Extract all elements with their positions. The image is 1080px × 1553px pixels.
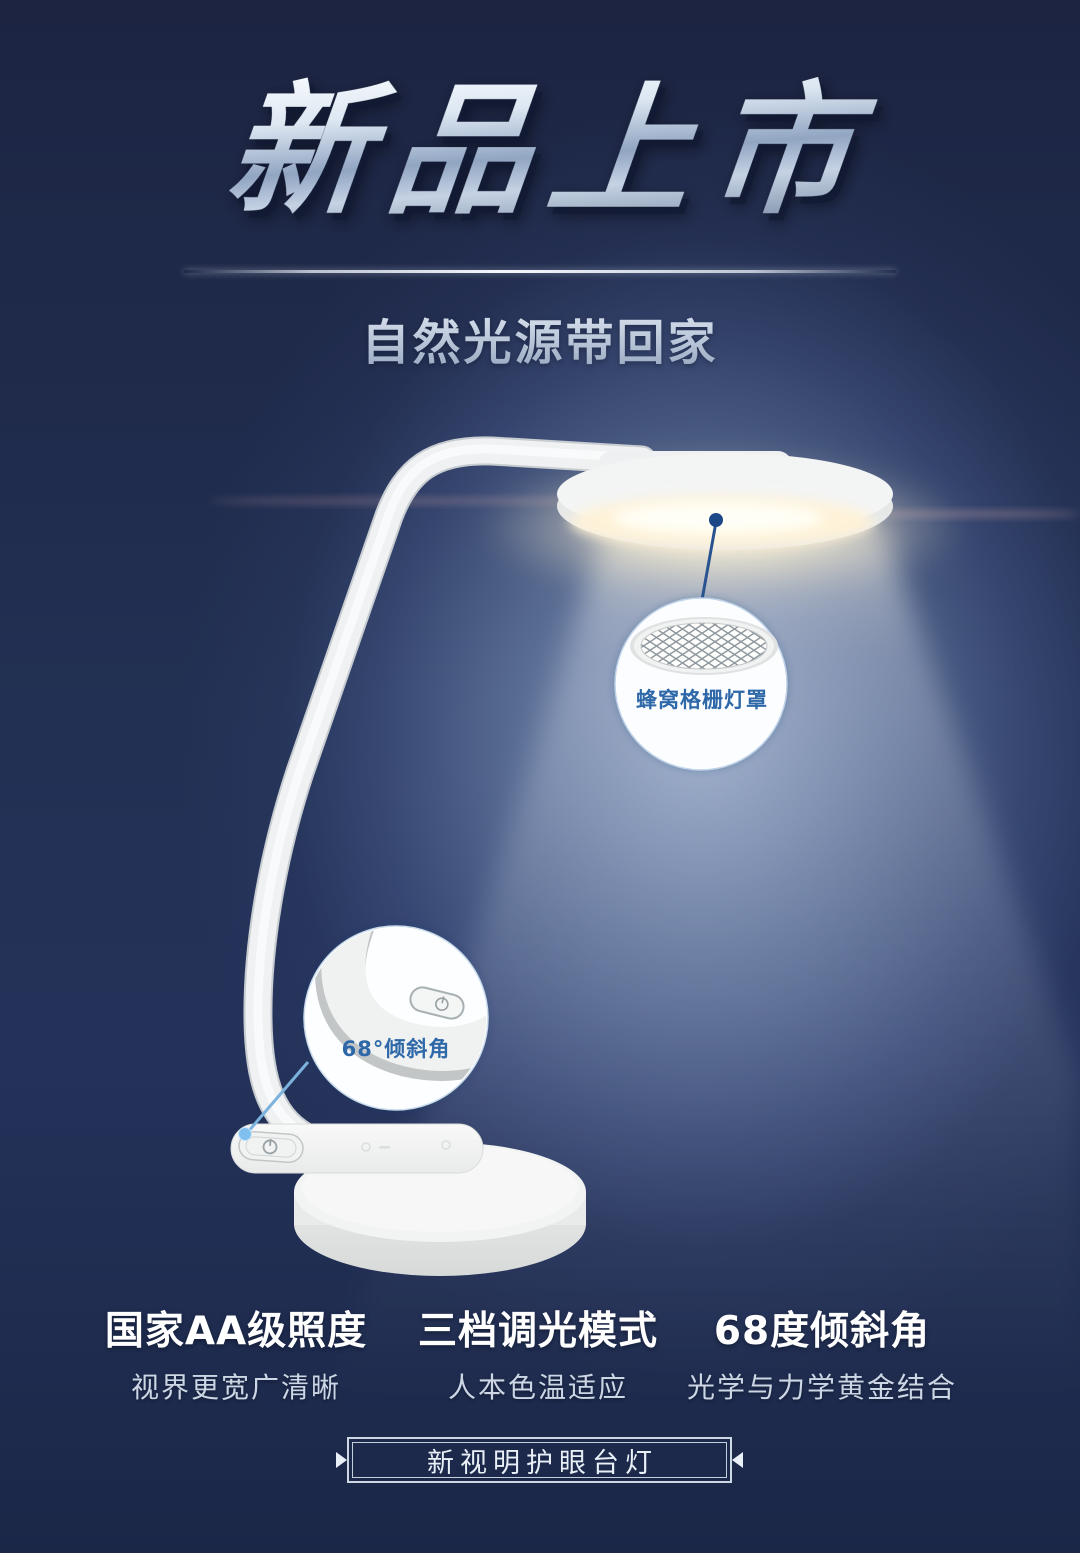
grille-connector-line — [700, 513, 723, 601]
feature-tilt-angle: 68度倾斜角 光学与力学黄金结合 — [647, 1300, 997, 1406]
honeycomb-mesh — [630, 617, 778, 675]
tilt-power-button — [409, 986, 465, 1020]
product-name-label: 新视明护眼台灯 — [427, 1447, 658, 1479]
title-divider-line — [184, 270, 896, 273]
power-button[interactable] — [238, 1130, 304, 1164]
feature-dimming: 三档调光模式 人本色温适应 — [363, 1300, 713, 1406]
grille-callout-label: 蜂窝格栅灯罩 — [636, 688, 768, 712]
callout-circle-grille — [614, 597, 788, 771]
tilt-callout-label: 68°倾斜角 — [341, 1037, 451, 1061]
feature-title: 68度倾斜角 — [713, 1309, 931, 1354]
feature-title: 三档调光模式 — [417, 1309, 658, 1354]
feature-row: 国家AA级照度 视界更宽广清晰 三档调光模式 人本色温适应 68度倾斜角 光学与… — [0, 1300, 1080, 1410]
feature-title: 国家AA级照度 — [104, 1309, 368, 1354]
feature-illuminance: 国家AA级照度 视界更宽广清晰 — [61, 1300, 411, 1406]
base-control-plate — [230, 1123, 484, 1174]
touch-control-icons[interactable] — [361, 1140, 451, 1152]
tilt-connector-line — [238, 1061, 310, 1141]
poster-subtitle: 自然光源带回家 — [0, 303, 1080, 373]
right-arrow-icon — [732, 1452, 743, 1468]
left-arrow-icon — [336, 1452, 347, 1468]
feature-subtitle: 光学与力学黄金结合 — [686, 1371, 957, 1404]
feature-subtitle: 人本色温适应 — [447, 1371, 628, 1404]
callout-circle-tilt — [303, 925, 489, 1111]
poster-title: 新品上市 — [0, 69, 1080, 234]
lamp-head — [557, 451, 893, 550]
product-name-box: 新视明护眼台灯 — [336, 1437, 743, 1483]
feature-subtitle: 视界更宽广清晰 — [130, 1371, 341, 1404]
